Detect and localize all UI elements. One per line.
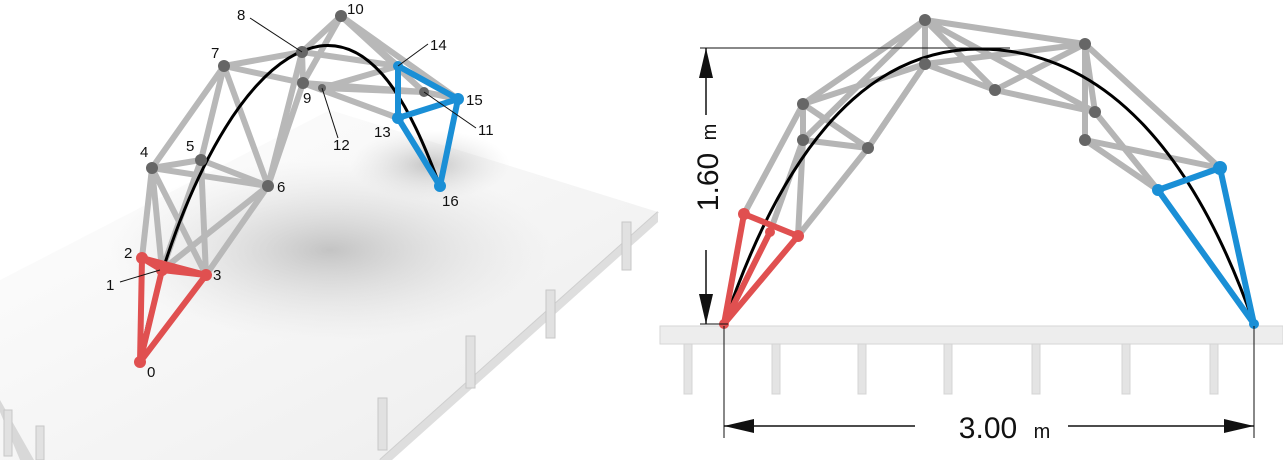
- truss-members-elev: [741, 17, 1223, 239]
- node-labels: 0 1 2 3 4 5 6 7 8 9 10 11 12 13 14 15 16: [106, 1, 494, 381]
- red-support-elev: [721, 211, 801, 327]
- node-label-3: 3: [213, 267, 221, 284]
- elevation-view: 1.60 m 3.00 m: [659, 14, 1283, 445]
- perspective-view: 0 1 2 3 4 5 6 7 8 9 10 11 12 13 14 15 16: [0, 1, 659, 460]
- span-dim-unit: m: [1034, 421, 1051, 443]
- node-label-5: 5: [186, 138, 194, 155]
- node-label-2: 2: [124, 245, 132, 262]
- node-label-13: 13: [374, 124, 391, 141]
- arch-curve-3d: [138, 44, 442, 361]
- arch-curve-elev: [722, 47, 1256, 325]
- node-label-16: 16: [442, 193, 459, 210]
- node-label-8: 8: [237, 7, 245, 24]
- node-label-6: 6: [277, 179, 285, 196]
- node-label-15: 15: [466, 92, 483, 109]
- node-label-11: 11: [478, 122, 494, 139]
- blue-support-elev: [1155, 165, 1257, 327]
- node-label-1: 1: [106, 277, 114, 294]
- node-label-0: 0: [147, 364, 155, 381]
- nodes-elev: [719, 14, 1259, 329]
- node-label-10: 10: [347, 1, 364, 18]
- node-label-7: 7: [211, 45, 219, 62]
- span-dim-value: 3.00: [959, 412, 1017, 445]
- height-dim-unit: m: [699, 124, 721, 141]
- deck-slab-3d: [0, 110, 659, 460]
- label-leaders: [119, 17, 477, 283]
- node-label-12: 12: [333, 137, 350, 154]
- node-label-9: 9: [303, 90, 311, 107]
- deck-elevation: [659, 325, 1283, 395]
- height-dim-value: 1.60: [692, 153, 725, 211]
- node-label-14: 14: [430, 37, 447, 54]
- node-label-4: 4: [140, 144, 148, 161]
- span-dimension: 3.00 m: [723, 326, 1255, 445]
- height-dimension: 1.60 m: [692, 47, 1010, 325]
